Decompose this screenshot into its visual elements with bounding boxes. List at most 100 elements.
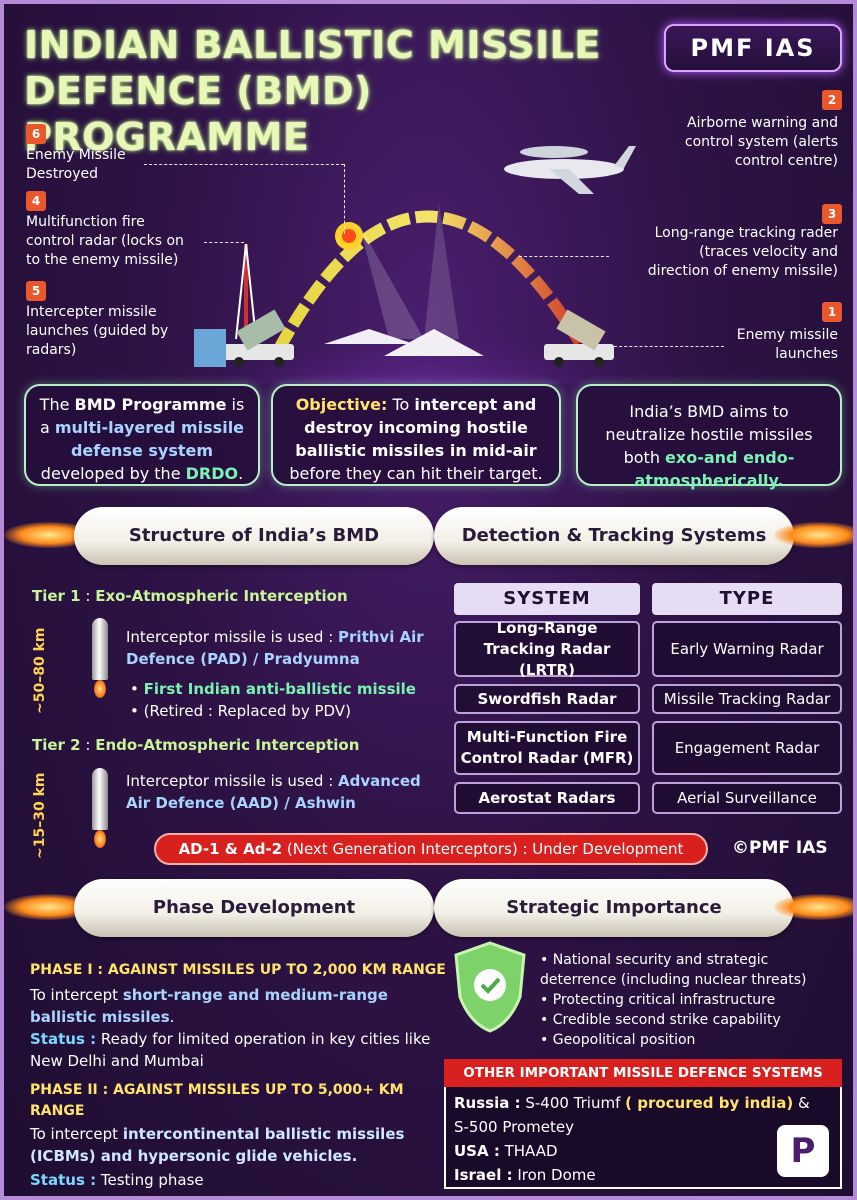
tier1-altitude: ~50–80 km [32, 627, 48, 715]
step-6-connector [144, 164, 344, 165]
step-2-line-1: Airborne warning and [687, 115, 838, 131]
step-2-line-2: control system (alerts [684, 134, 838, 150]
section-detection: Detection & Tracking Systems [434, 507, 794, 565]
control-centre-building-icon [194, 329, 226, 367]
step-2-line-3: control centre) [734, 153, 838, 169]
step-3-line-1: Long-range tracking rader [654, 225, 838, 241]
ad-interceptor-banner: AD-1 & Ad-2 (Next Generation Interceptor… [154, 833, 708, 865]
list-item: Protecting critical infrastructure [540, 990, 840, 1010]
table-cell-system: Aerostat Radars [454, 782, 640, 814]
step-1-label: Enemy missile launches [654, 326, 838, 364]
table-cell-type: Engagement Radar [652, 721, 842, 775]
other-systems-box: Russia : S-400 Triumf ( procured by indi… [444, 1087, 842, 1189]
step-1-line-2: launches [775, 346, 838, 362]
section-strategic: Strategic Importance [434, 879, 794, 937]
phase-1-status: Status : Ready for limited operation in … [30, 1030, 431, 1070]
step-5-number: 5 [26, 281, 46, 301]
enemy-launcher-truck-icon [544, 309, 614, 367]
step-6-number: 6 [26, 124, 46, 144]
rocket-flame-right [774, 894, 853, 920]
radar-dome-center [384, 329, 484, 356]
step-4-label: Multifunction fire control radar (locks … [26, 213, 184, 270]
step-4-line-3: to the enemy missile) [26, 252, 179, 268]
table-cell-system: Multi-Function Fire Control Radar (MFR) [454, 721, 640, 775]
list-item: National security and strategic deterren… [540, 950, 840, 990]
section-phase: Phase Development [74, 879, 434, 937]
other-israel: Israel : Iron Dome [454, 1166, 596, 1184]
step-6-label: Enemy Missile Destroyed [26, 146, 126, 184]
other-russia: Russia : S-400 Triumf ( procured by indi… [454, 1094, 810, 1112]
tier1-bullet-1: • First Indian anti-ballistic missile [130, 680, 416, 698]
radar-beam-right [424, 204, 459, 339]
step-5-line-1: Intercepter missile [26, 304, 157, 320]
tier1-heading: Tier 1 : Exo-Atmospheric Interception [32, 587, 348, 605]
radar-dome-left [324, 329, 414, 344]
missile-icon [92, 618, 108, 698]
phase-1-text: To intercept short-range and medium-rang… [30, 986, 388, 1026]
glow-dome [224, 244, 624, 384]
table-cell-type: Aerial Surveillance [652, 782, 842, 814]
step-6-line-2: Destroyed [26, 166, 98, 182]
step-2-label: Airborne warning and control system (ale… [624, 114, 838, 171]
rocket-flame-right [774, 522, 853, 548]
step-4-number: 4 [26, 191, 46, 211]
radar-beam-left [359, 224, 424, 339]
missile-icon [92, 768, 108, 848]
step-5-line-2: launches (guided by [26, 323, 169, 339]
title-line-2: DEFENCE (BMD) PROGRAMME [24, 69, 372, 159]
table-cell-system: Long-Range Tracking Radar (LRTR) [454, 619, 640, 679]
step-3-line-3: direction of enemy missile) [647, 263, 838, 279]
info-box-neutralize: India’s BMD aims to neutralize hostile m… [576, 384, 842, 490]
step-2-number: 2 [822, 90, 842, 110]
brand-logo-icon: P [777, 1125, 829, 1177]
strategic-list: National security and strategic deterren… [540, 950, 840, 1050]
other-systems-heading: OTHER IMPORTANT MISSILE DEFENCE SYSTEMS [444, 1059, 842, 1087]
airplane-icon [504, 146, 636, 194]
step-3-number: 3 [822, 204, 842, 224]
tier2-altitude: ~15–30 km [32, 772, 48, 860]
explosion-icon [335, 222, 363, 250]
step-4-connector [204, 242, 244, 243]
phase-2-text: To intercept intercontinental ballistic … [30, 1125, 405, 1165]
phase-2-status: Status : Testing phase [30, 1171, 204, 1189]
info-box-objective: Objective: To intercept and destroy inco… [271, 384, 561, 486]
other-russia-2: S-500 Prometey [454, 1118, 574, 1136]
table-header-type: TYPE [652, 583, 842, 615]
launcher-truck-icon [224, 309, 294, 367]
step-1-line-1: Enemy missile [736, 327, 838, 343]
step-3-label: Long-range tracking rader (traces veloci… [604, 224, 838, 281]
step-4-line-2: control radar (locks on [26, 233, 184, 249]
tier1-bullets: • First Indian anti-ballistic missile • … [130, 678, 450, 722]
table-header-system: SYSTEM [454, 583, 640, 615]
step-1-connector [614, 346, 724, 347]
title-line-1: INDIAN BALLISTIC MISSILE [24, 23, 601, 67]
tier1-bullet-2: • (Retired : Replaced by PDV) [130, 702, 351, 720]
trajectory-arc [273, 210, 590, 353]
step-1-number: 1 [822, 302, 842, 322]
step-5-label: Intercepter missile launches (guided by … [26, 303, 168, 360]
list-item: Credible second strike capability [540, 1010, 840, 1030]
phase-1-heading: PHASE I : AGAINST MISSILES UP TO 2,000 K… [30, 962, 446, 978]
info-box-bmd: The BMD Programme is a multi-layered mis… [24, 384, 260, 486]
step-6-line-1: Enemy Missile [26, 147, 126, 163]
copyright: ©PMF IAS [732, 838, 828, 858]
step-4-line-1: Multifunction fire [26, 214, 145, 230]
table-cell-system: Swordfish Radar [454, 684, 640, 714]
page-title: INDIAN BALLISTIC MISSILE DEFENCE (BMD) P… [24, 22, 644, 160]
step-5-line-3: radars) [26, 342, 77, 358]
other-usa: USA : THAAD [454, 1142, 558, 1160]
section-structure: Structure of India’s BMD [74, 507, 434, 565]
list-item: Geopolitical position [540, 1030, 840, 1050]
tier1-interceptor: Interceptor missile is used : Prithvi Ai… [126, 628, 424, 668]
tier2-interceptor: Interceptor missile is used : Advanced A… [126, 772, 421, 812]
step-3-connector [519, 256, 609, 257]
phase-2-heading: PHASE II : AGAINST MISSILES UP TO 5,000+… [30, 1082, 404, 1119]
interception-illustration [194, 146, 636, 384]
brand-badge: PMF IAS [664, 24, 842, 72]
table-cell-type: Early Warning Radar [652, 621, 842, 677]
table-cell-type: Missile Tracking Radar [652, 684, 842, 714]
tier2-heading: Tier 2 : Endo-Atmospheric Interception [32, 736, 360, 754]
step-3-line-2: (traces velocity and [699, 244, 838, 260]
shield-check-icon [454, 941, 526, 1033]
